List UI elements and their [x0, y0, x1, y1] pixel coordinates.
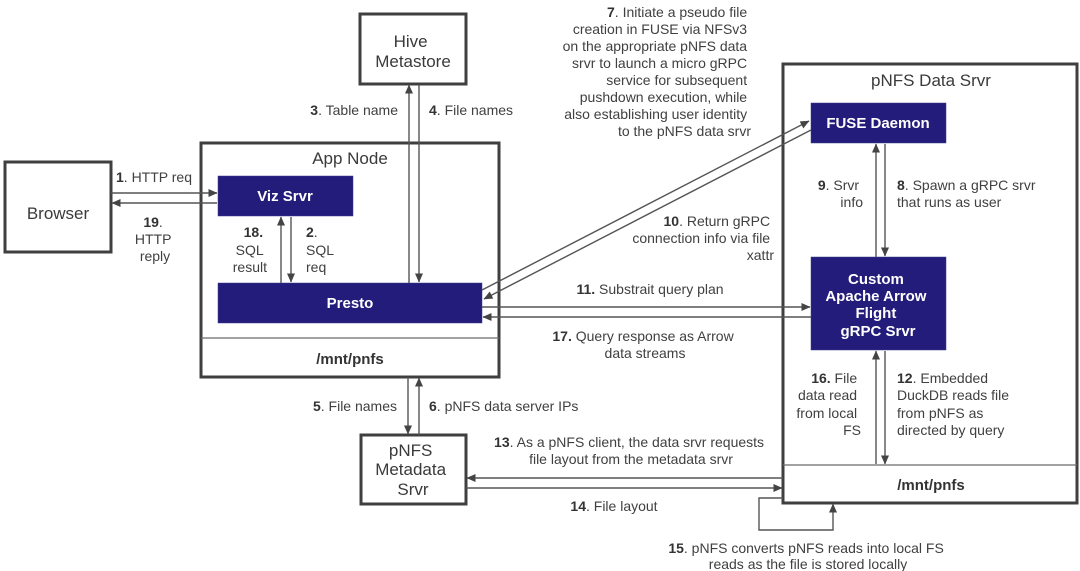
presto-label: Presto: [327, 295, 374, 312]
browser-label: Browser: [27, 204, 90, 223]
step-label-19: 19. HTTP reply: [135, 214, 175, 264]
step-label-18: 18. SQL result: [233, 224, 267, 275]
viz-srvr-component: Viz Srvr: [217, 175, 354, 217]
app-node-label: App Node: [312, 149, 388, 168]
hive-metastore-label: Hive Metastore: [375, 32, 451, 71]
step-label-16: 16. File data read from local FS: [796, 370, 861, 438]
presto-component: Presto: [217, 282, 483, 324]
viz-srvr-label: Viz Srvr: [257, 188, 313, 205]
pnfs-metadata-srvr-node: pNFS Metadata Srvr: [359, 433, 468, 506]
step-label-15: 15. pNFS converts pNFS reads into local …: [668, 540, 947, 571]
fuse-daemon-label: FUSE Daemon: [826, 115, 929, 132]
data-mnt-pnfs-label: /mnt/pnfs: [897, 477, 965, 494]
step-label-9: 9. Srvr info: [818, 177, 863, 210]
fuse-daemon-component: FUSE Daemon: [810, 102, 947, 144]
step-label-2: 2. SQL req: [306, 224, 337, 275]
step-label-11: 11. Substrait query plan: [576, 281, 723, 297]
step-label-13: 13. As a pNFS client, the data srvr requ…: [494, 434, 768, 467]
arrow-flight-grpc-srvr-component: Custom Apache Arrow Flight gRPC Srvr: [810, 256, 947, 351]
step-label-4: 4. File names: [429, 102, 513, 118]
pnfs-metadata-srvr-label: pNFS Metadata Srvr: [375, 441, 451, 499]
step-label-12: 12. Embedded DuckDB reads file from pNFS…: [897, 370, 1013, 438]
step-label-7: 7. Initiate a pseudo file creation in FU…: [563, 4, 752, 139]
arrow-flight-grpc-srvr-label: Custom Apache Arrow Flight gRPC Srvr: [825, 271, 930, 340]
step-label-8: 8. Spawn a gRPC srvr that runs as user: [897, 177, 1039, 210]
step-label-5: 5. File names: [313, 398, 397, 414]
arrow-step-15-loop: [758, 497, 837, 531]
arrow-step-7: [481, 120, 810, 291]
step-label-10: 10. Return gRPC connection info via file…: [632, 213, 774, 263]
browser-node: Browser: [3, 160, 113, 254]
arrow-step-10: [483, 129, 812, 300]
step-label-17: 17. Query response as Arrow data streams: [552, 328, 737, 361]
step-label-3: 3. Table name: [310, 102, 398, 118]
hive-metastore-node: Hive Metastore: [358, 12, 468, 86]
step-label-14: 14. File layout: [570, 498, 657, 514]
step-label-6: 6. pNFS data server IPs: [429, 398, 578, 414]
pnfs-data-srvr-label: pNFS Data Srvr: [871, 71, 991, 90]
app-mnt-pnfs-label: /mnt/pnfs: [316, 351, 384, 368]
step-label-1: 1. HTTP req: [116, 169, 192, 185]
